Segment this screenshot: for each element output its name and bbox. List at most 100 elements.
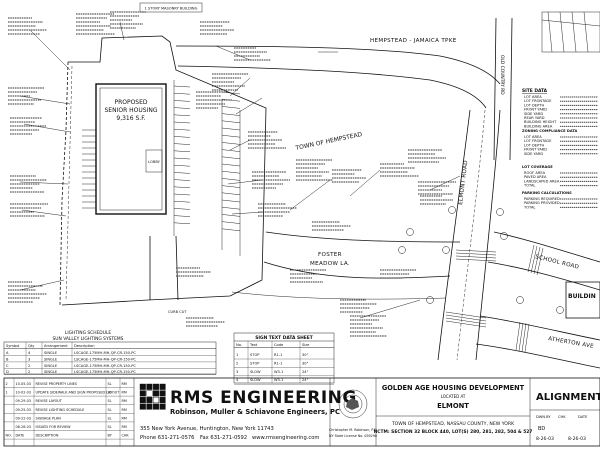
logo-square: [146, 390, 153, 397]
revision-cell: SL: [108, 416, 112, 420]
parking-stall-line: [173, 92, 191, 95]
sheet-date-2: 8-26-03: [568, 436, 586, 442]
sign-cell: 30": [302, 361, 309, 365]
town-label: TOWN OF HEMPSTEAD: [294, 131, 363, 152]
lighting-cell: A: [6, 351, 9, 355]
crosswalk-atherton: [515, 321, 530, 353]
drawn-by: BD: [538, 426, 545, 432]
parking-stall-line: [173, 143, 191, 145]
town-county: TOWN OF HEMPSTEAD, NASSAU COUNTY, NEW YO…: [391, 421, 515, 427]
logo-square: [139, 403, 146, 410]
note-line: SIDE YARD: [524, 152, 543, 156]
sheet-title: ALIGNMENT: [536, 392, 600, 403]
tree-icon: [556, 306, 564, 314]
revision-cell: SL: [108, 408, 112, 412]
engineer-name: Christopher M. Robinson, P.E.: [329, 428, 377, 432]
parking-stall-line: [221, 228, 241, 232]
tree-icon: [448, 206, 456, 214]
property-line-offset: [65, 65, 73, 301]
parking-stall-line: [173, 215, 191, 217]
building-title-2: SENIOR HOUSING: [105, 107, 158, 114]
logo-square: [159, 397, 166, 404]
lighting-cell: SINGLE: [44, 364, 58, 368]
foster-meadow-label-2: MEADOW LA.: [310, 261, 350, 267]
note-line: PARKING REQUIRED: [524, 197, 560, 201]
engineer-seal-icon: [338, 389, 368, 419]
sign-cell: 2: [236, 361, 238, 365]
tree-icon: [496, 208, 504, 216]
right-building-label: BUILDIN: [568, 293, 596, 300]
elmont-road-centerline: [456, 109, 486, 361]
location: ELMONT: [437, 402, 469, 410]
logo-square: [139, 383, 146, 390]
parking-stall-line: [173, 85, 191, 88]
revision-cell: SL: [108, 399, 112, 403]
parking-stalls-east: [173, 85, 241, 232]
lighting-header: Symbol: [6, 344, 19, 348]
note-line: LOT FRONTAGE: [524, 139, 552, 143]
tree-icon: [442, 246, 450, 254]
building-title-3: 9,316 S.F.: [116, 115, 145, 122]
revision-cell: 10-05-03: [16, 382, 31, 386]
parking-stall-line: [173, 164, 191, 167]
revision-cell: 2: [6, 382, 8, 386]
parking-stall-line: [221, 127, 241, 131]
school-road-north: [493, 231, 600, 263]
sign-cell: STOP: [250, 353, 260, 357]
revision-cell: RM: [122, 382, 127, 386]
lighting-cell: LSCAGE-175MH-MH-QP-CR-150-PC: [74, 364, 136, 368]
note-line: LOT AREA: [524, 95, 542, 99]
firm-address: 355 New York Avenue, Huntington, New Yor…: [140, 426, 274, 432]
revision-cell: SL: [108, 391, 112, 395]
sign-cell: 24": [302, 370, 309, 374]
sign-cell: W3-1: [274, 370, 283, 374]
logo-square: [139, 397, 146, 404]
parking-stall-line: [173, 172, 191, 174]
site-data-heading: SITE DATA: [522, 88, 548, 94]
parking-stall-line: [173, 150, 191, 153]
parking-stall-line: [221, 214, 241, 217]
revision-cell: DATE: [16, 434, 25, 438]
parking-stall-line: [173, 157, 191, 160]
revision-cell: CHK: [122, 434, 130, 438]
property-line-main: [61, 35, 267, 306]
tree-icon: [398, 246, 406, 254]
parking-stall-line: [173, 179, 191, 181]
note-line: LOT FRONTAGE: [524, 99, 552, 103]
revision-cell: 1: [6, 391, 8, 395]
revision-cell: ISSUED FOR REVIEW: [36, 425, 72, 429]
parking-stall-line: [221, 106, 241, 109]
parking-stall-line: [173, 121, 191, 124]
parking-stall-line: [173, 208, 191, 210]
sign-cell: 24": [302, 378, 309, 382]
revision-cell: RM: [122, 408, 127, 412]
revision-cell: SL: [108, 425, 112, 429]
parking-stall-line: [221, 178, 241, 181]
lighting-subtitle: SUN VALLEY LIGHTING SYSTEMS: [53, 336, 124, 342]
lighting-cell: 2: [28, 364, 30, 368]
parking-stall-line: [221, 206, 241, 210]
lighting-cell: C: [6, 364, 9, 368]
parking-stall-line: [173, 200, 191, 203]
logo-square: [159, 390, 166, 397]
curb-cut-label: CURB CUT: [168, 310, 187, 314]
old-country-rd-label: OLD COUNTRY RD: [499, 55, 505, 95]
logo-square: [146, 397, 153, 404]
elmont-road-west: [437, 109, 471, 361]
sign-title: SIGN TEXT DATA SHEET: [255, 335, 313, 341]
revision-cell: 08-26-03: [16, 425, 31, 429]
note-line: LOT AREA: [524, 135, 542, 139]
sign-cell: R1-1: [274, 353, 282, 357]
hempstead-tpke-north: [175, 45, 501, 85]
firm-name: RMS ENGINEERING: [170, 388, 357, 408]
date-label: DATE: [578, 415, 588, 419]
sign-header: Size: [302, 343, 310, 347]
lighting-cell: SINGLE: [44, 370, 58, 374]
lighting-header: Arrangement: [44, 344, 68, 348]
parking-stalls-west: [82, 129, 96, 209]
elmont-road-east: [475, 109, 501, 361]
